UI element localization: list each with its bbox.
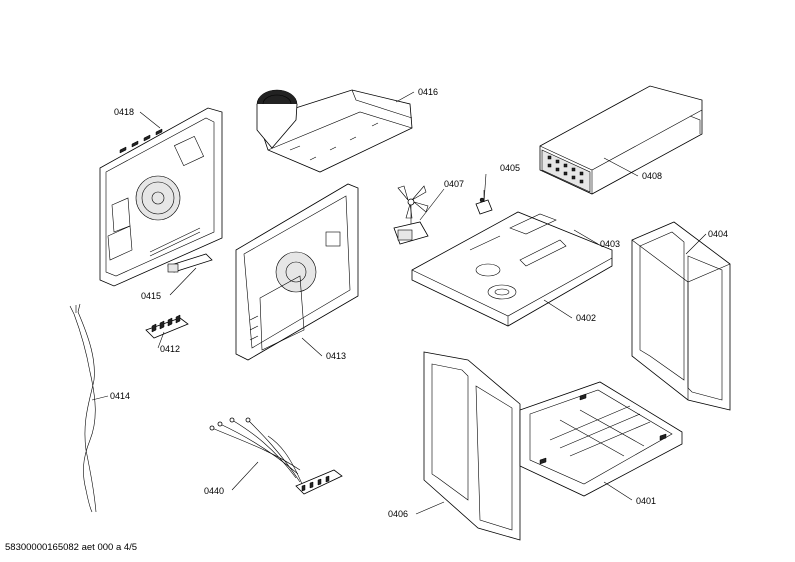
label-0403: 0403 <box>600 239 620 249</box>
part-0416-fan-duct <box>256 89 413 173</box>
label-0401: 0401 <box>636 496 656 506</box>
label-0416: 0416 <box>418 87 438 97</box>
leader-lines <box>91 91 707 515</box>
part-0406-side-panel <box>423 351 521 541</box>
label-0405: 0405 <box>500 163 520 173</box>
label-0413: 0413 <box>326 351 346 361</box>
part-0418-rear-panel <box>99 107 223 287</box>
label-0418: 0418 <box>114 107 134 117</box>
part-0402-0403-top-plate <box>411 211 613 327</box>
part-0440-wiring-harness <box>209 417 343 495</box>
part-0412-terminal-block <box>145 314 189 339</box>
part-0408-top-cover <box>539 85 703 195</box>
part-0413-side-wall <box>235 183 359 361</box>
part-0414-mains-cable <box>69 303 97 513</box>
label-0440: 0440 <box>204 486 224 496</box>
label-0415: 0415 <box>141 291 161 301</box>
part-0415-switch <box>167 253 213 273</box>
label-0414: 0414 <box>110 391 130 401</box>
part-0404-side-panel <box>631 221 731 411</box>
label-0407: 0407 <box>444 179 464 189</box>
label-0406: 0406 <box>388 509 408 519</box>
part-0405-thermostat <box>475 190 493 215</box>
part-0407-fan-motor <box>393 185 429 245</box>
label-0408: 0408 <box>642 171 662 181</box>
label-0412: 0412 <box>160 344 180 354</box>
label-0402: 0402 <box>576 313 596 323</box>
document-reference-footer: 58300000165082 aet 000 a 4/5 <box>5 542 138 553</box>
part-0401-base-frame <box>519 381 683 497</box>
part-labels: 0418 0416 0405 0407 0408 0403 0404 0415 … <box>110 87 728 519</box>
label-0404: 0404 <box>708 229 728 239</box>
